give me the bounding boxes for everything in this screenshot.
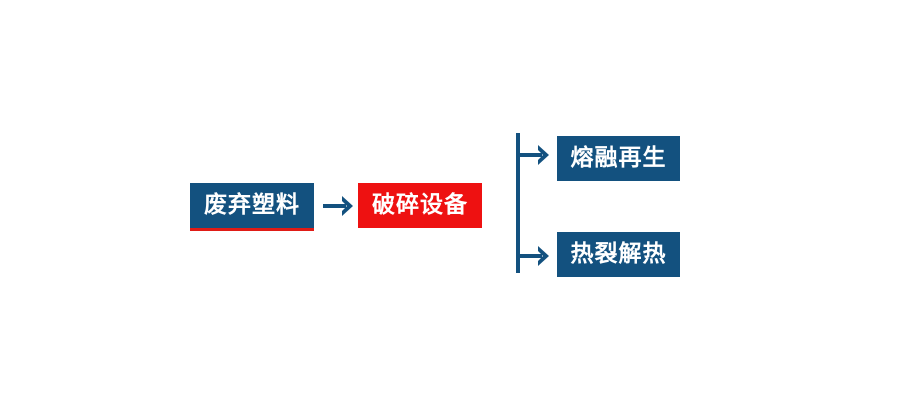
node-melt-regeneration-label: 熔融再生 (570, 145, 667, 171)
branch-connector-bus (510, 128, 562, 278)
node-pyrolysis-heat-label: 热裂解热 (570, 241, 667, 267)
node-crushing-equipment[interactable]: 破碎设备 (358, 183, 482, 228)
branch-arrow-head-top (538, 145, 549, 165)
node-crushing-equipment-label: 破碎设备 (372, 192, 468, 218)
node-pyrolysis-heat[interactable]: 热裂解热 (557, 232, 680, 277)
arrow-head (342, 196, 353, 216)
node-waste-plastic[interactable]: 废弃塑料 (190, 183, 314, 231)
branch-lines-icon (516, 133, 549, 273)
arrow-source-to-crusher (320, 190, 356, 222)
branch-arrow-head-bottom (538, 246, 549, 266)
node-waste-plastic-label: 废弃塑料 (204, 192, 300, 218)
node-melt-regeneration[interactable]: 熔融再生 (557, 136, 680, 181)
arrow-right-icon (323, 196, 353, 216)
